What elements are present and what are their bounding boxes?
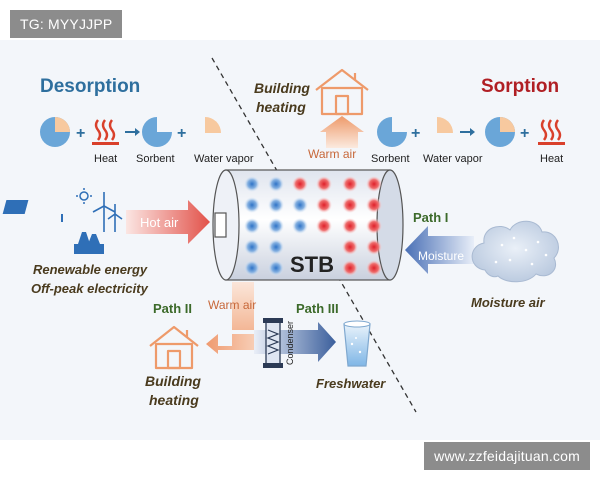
watermark-bottom: www.zzfeidajituan.com [424, 442, 590, 470]
desorption-equation: + Heat Sorbent + Water vapor [40, 117, 254, 165]
building-heating-bottom-line1: Building [145, 373, 201, 389]
heat-icon [92, 119, 119, 145]
condenser-icon [263, 318, 283, 368]
wind-turbine-icon [92, 192, 123, 232]
stb-label: STB [290, 252, 334, 277]
freshwater-label: Freshwater [316, 376, 386, 391]
watermark-top: TG: MYYJJPP [10, 10, 123, 38]
svg-text:+: + [411, 125, 420, 142]
hot-air-arrow [126, 200, 210, 244]
heat-icon-right [538, 119, 565, 145]
water-vapor-icon-right [437, 117, 453, 133]
warm-air-left-arrow [206, 334, 254, 354]
sorption-sorbent-label: Sorbent [371, 153, 410, 165]
water-glass-icon [343, 320, 371, 367]
house-icon-top [315, 68, 369, 116]
path2-label: Path II [153, 301, 192, 316]
moisture-label: Moisture [418, 249, 464, 263]
building-heating-top-line1: Building [254, 80, 310, 96]
warm-air-bottom-label: Warm air [208, 298, 256, 312]
desorption-heat-label: Heat [94, 153, 117, 165]
svg-text:+: + [520, 125, 529, 142]
sorption-heat-label: Heat [540, 153, 563, 165]
hot-air-label: Hot air [140, 215, 179, 230]
condenser-label: Condenser [285, 321, 295, 365]
sorbent-dots [244, 176, 382, 276]
desorption-title: Desorption [40, 76, 140, 97]
off-peak-electricity-label: Off-peak electricity [31, 281, 149, 296]
desorption-sorbent-label: Sorbent [136, 153, 175, 165]
sorption-title: Sorption [481, 76, 559, 97]
water-sorbent-icon-right [485, 117, 515, 147]
arrow-icon-right [460, 128, 475, 136]
stb-cylinder: STB [212, 169, 404, 281]
house-icon-bottom [149, 325, 199, 370]
sorbent-icon-right [377, 117, 407, 147]
warm-air-top-label: Warm air [308, 147, 356, 161]
moisture-arrow [405, 226, 474, 274]
water-vapor-icon [205, 117, 221, 133]
moisture-cloud-icon [471, 220, 559, 283]
path1-label: Path I [413, 210, 448, 225]
building-heating-top-line2: heating [256, 99, 306, 115]
arrow-icon [125, 128, 140, 136]
renewable-energy-label: Renewable energy [33, 262, 148, 277]
sorbent-icon [142, 117, 172, 147]
water-sorbent-icon [40, 117, 70, 147]
warm-air-down-channel [232, 282, 254, 330]
svg-text:+: + [177, 125, 186, 142]
sun-icon [76, 188, 92, 204]
svg-text:+: + [76, 125, 85, 142]
solar-panel-icon [2, 200, 63, 222]
power-plant-icon [74, 232, 104, 254]
building-heating-bottom-line2: heating [149, 392, 199, 408]
moisture-air-label: Moisture air [471, 295, 546, 310]
path3-label: Path III [296, 301, 339, 316]
desorption-water-label: Water vapor [194, 153, 254, 165]
warm-air-up-arrow [320, 116, 364, 148]
sorption-water-label: Water vapor [423, 153, 483, 165]
sorption-equation: Sorbent + Water vapor + Heat [371, 117, 565, 165]
